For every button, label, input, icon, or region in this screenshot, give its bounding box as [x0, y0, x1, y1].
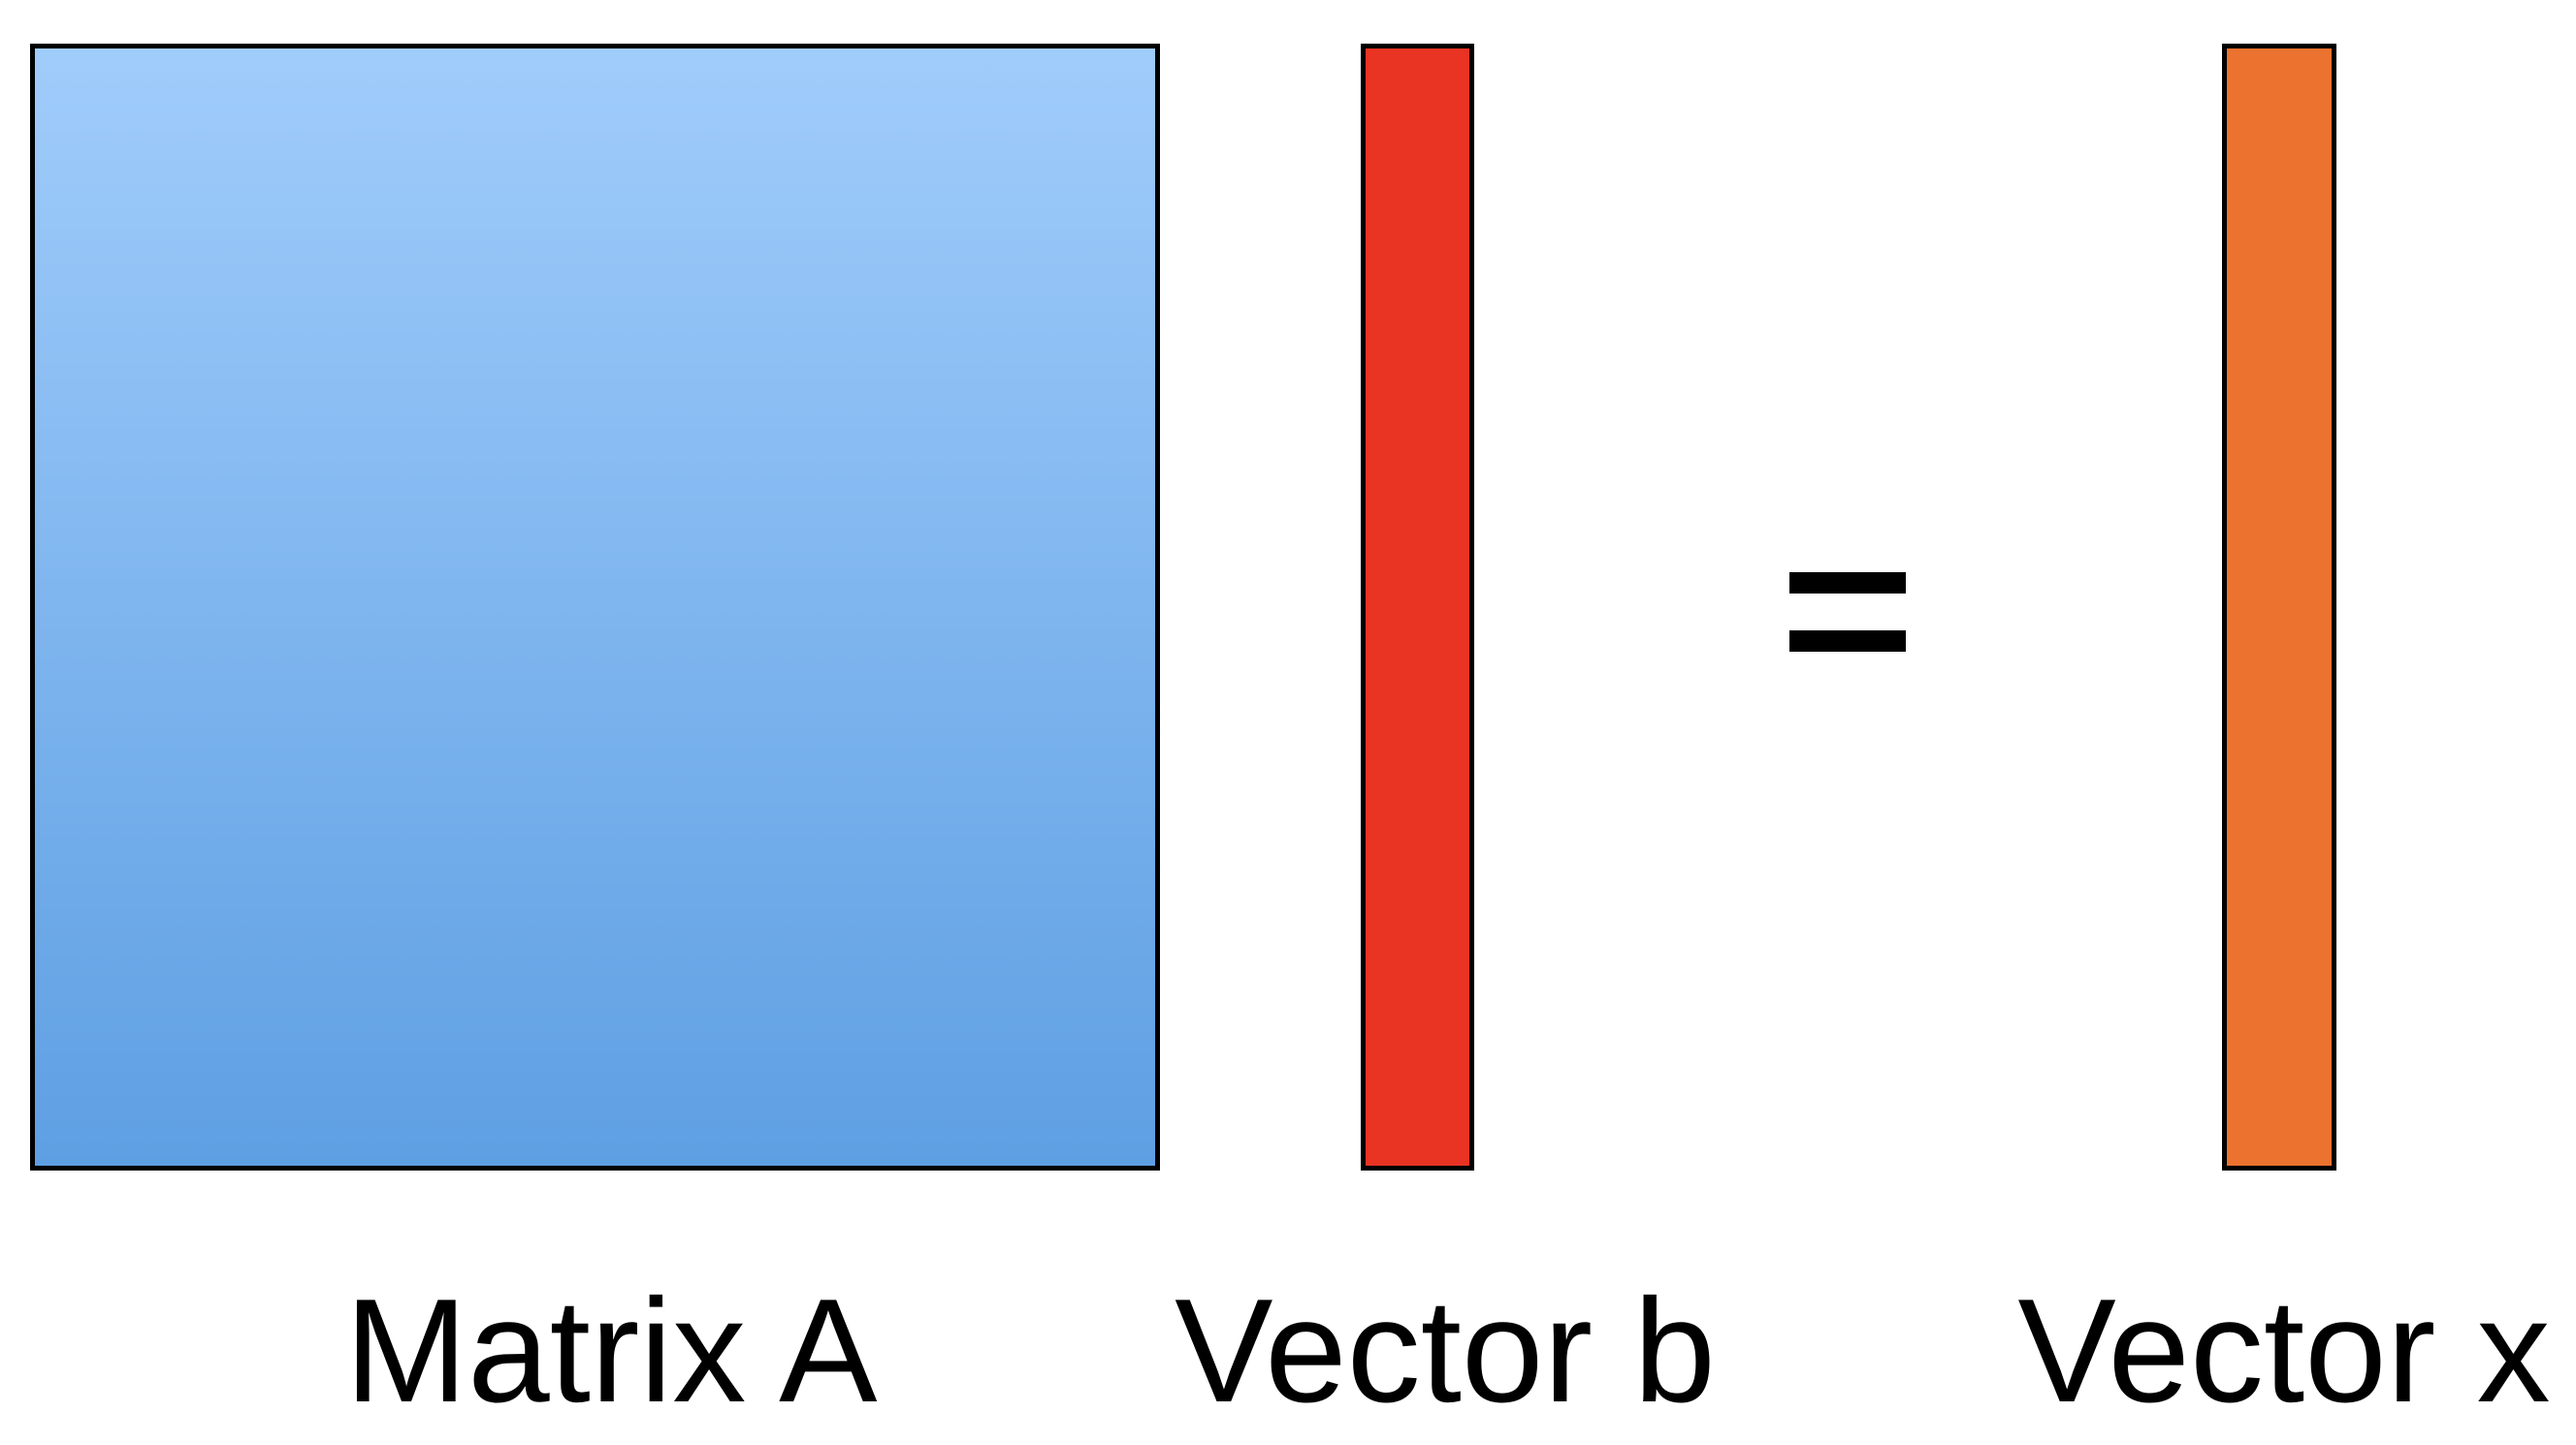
vector-x-label: Vector x [2017, 1268, 2551, 1433]
matrix-a-label: Matrix A [344, 1268, 878, 1433]
equals-bar-bottom [1789, 630, 1906, 652]
vector-b-block [1361, 44, 1474, 1171]
vector-x-block [2222, 44, 2336, 1171]
vector-b-label: Vector b [1175, 1268, 1716, 1433]
equals-bar-top [1789, 572, 1906, 594]
matrix-a-block [30, 44, 1160, 1171]
